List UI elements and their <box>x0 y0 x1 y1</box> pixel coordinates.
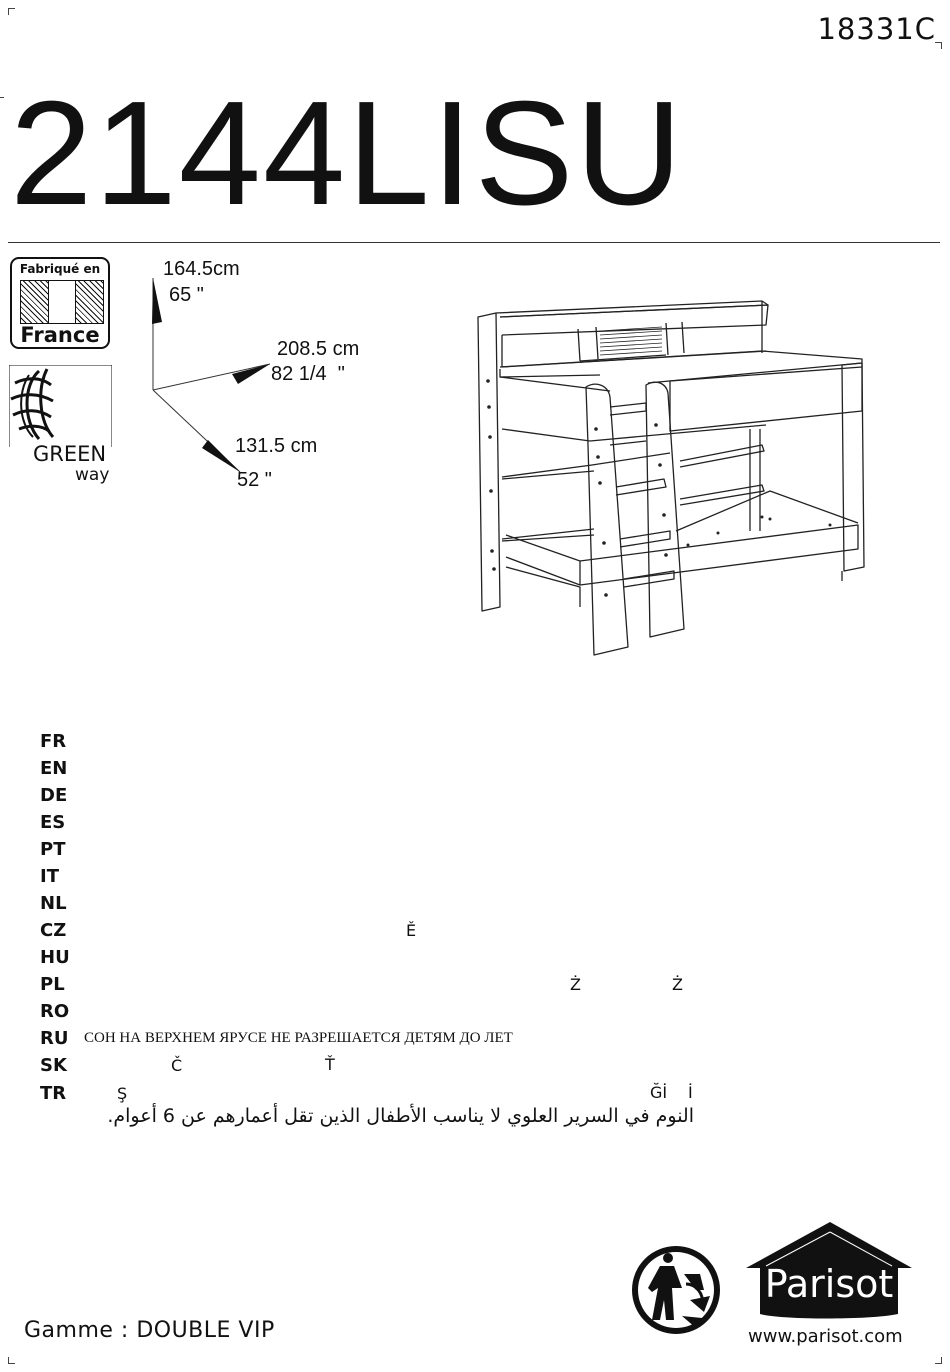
height-metric: 164.5cm <box>163 258 240 280</box>
flag-france-icon <box>20 280 104 324</box>
warning-row-it: IT <box>40 864 84 888</box>
crop-mark-top-left <box>8 8 15 15</box>
depth-metric: 131.5 cm <box>235 435 318 457</box>
glyph-sk-2: Ť <box>325 1055 335 1074</box>
glyph-pl-1: Ż <box>570 975 581 994</box>
website-link[interactable]: www.parisot.com <box>748 1326 903 1347</box>
language-code: HU <box>40 947 70 969</box>
warning-row-es: ES <box>40 810 84 834</box>
warning-row-pt: PT <box>40 837 84 861</box>
france-label: France <box>20 323 100 347</box>
warning-row-nl: NL <box>40 891 84 915</box>
side-tick <box>0 97 4 98</box>
warning-row-cz: CZ <box>40 919 84 943</box>
bunk-bed-illustration <box>477 300 865 656</box>
language-code: RO <box>40 1001 70 1023</box>
warning-row-tr: TR <box>40 1081 84 1105</box>
made-in-label: Fabriqué en <box>19 262 101 276</box>
warning-row-pl: PL <box>40 973 84 997</box>
crop-mark-top-right <box>935 42 942 49</box>
warning-row-en: EN <box>40 756 84 780</box>
warning-row-hu: HU <box>40 946 84 970</box>
glyph-tr-1: Ş <box>117 1084 128 1103</box>
language-code: FR <box>40 730 67 752</box>
document-code: 18331C <box>817 12 936 46</box>
made-in-france-badge: Fabriqué en France <box>10 257 110 349</box>
dimension-axes <box>152 278 271 473</box>
height-imperial: 65 " <box>169 284 204 306</box>
glyph-tr-3: İ <box>688 1083 693 1102</box>
language-code: NL <box>40 892 67 914</box>
language-code: PL <box>40 974 65 996</box>
depth-imperial: 52 " <box>237 469 272 491</box>
green-way-globe-icon <box>9 365 112 447</box>
glyph-pl-2: Ż <box>672 975 683 994</box>
glyph-tr-2: Ğİ <box>650 1083 668 1102</box>
language-code: IT <box>40 865 59 887</box>
warning-row-ro: RO <box>40 1000 84 1024</box>
warning-row-fr: FR <box>40 729 84 753</box>
recycle-person-icon <box>632 1246 720 1334</box>
arabic-warning: النوم في السرير العلوي لا يناسب الأطفال … <box>107 1105 694 1127</box>
range-label: Gamme : DOUBLE VIP <box>24 1318 275 1343</box>
glyph-sk-1: Č <box>171 1056 183 1075</box>
brand-logo-text: Parisot <box>764 1262 894 1306</box>
language-code: TR <box>40 1082 67 1104</box>
warning-row-sk: SK <box>40 1054 84 1078</box>
length-imperial: 82 1/4 " <box>271 363 345 385</box>
header-rule <box>8 242 940 243</box>
warning-text: СОН НА ВЕРХНЕМ ЯРУСЕ НЕ РАЗРЕШАЕТСЯ ДЕТЯ… <box>84 1030 513 1047</box>
glyph-cz: Ě <box>406 921 417 940</box>
language-code: RU <box>40 1028 69 1050</box>
green-label: GREEN <box>33 442 107 466</box>
crop-mark-bottom-left <box>8 1357 15 1364</box>
language-code: PT <box>40 838 66 860</box>
language-code: DE <box>40 784 68 806</box>
language-code: ES <box>40 811 66 833</box>
length-metric: 208.5 cm <box>277 338 360 360</box>
language-code: CZ <box>40 920 67 942</box>
way-label: way <box>75 465 110 485</box>
warning-row-de: DE <box>40 783 84 807</box>
parisot-house-logo <box>746 1222 912 1319</box>
language-code: EN <box>40 757 68 779</box>
warning-row-ru: RU СОН НА ВЕРХНЕМ ЯРУСЕ НЕ РАЗРЕШАЕТСЯ ДЕ… <box>40 1027 513 1051</box>
model-title: 2144LISU <box>10 71 685 236</box>
crop-mark-bottom-right <box>935 1357 942 1364</box>
language-code: SK <box>40 1055 67 1077</box>
